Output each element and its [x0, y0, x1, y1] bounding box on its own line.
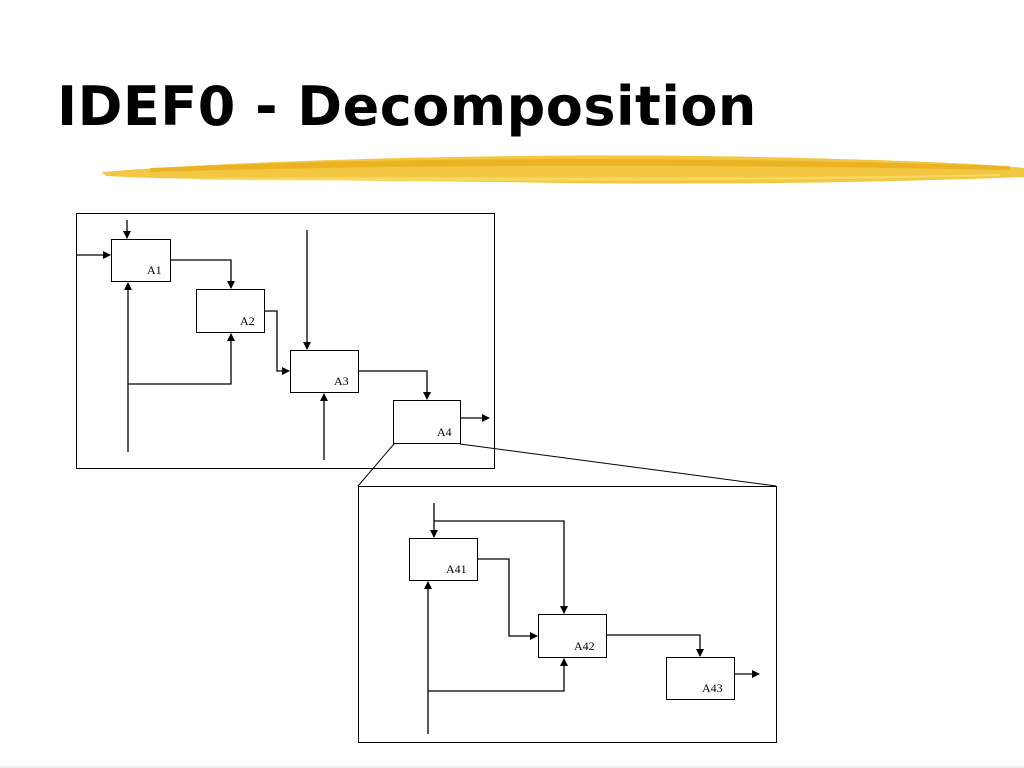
box-a41-label: A41 [446, 562, 467, 576]
box-a3-label: A3 [334, 374, 349, 388]
box-a42[interactable]: A42 [538, 614, 607, 658]
zoom-line-left [357, 443, 395, 487]
box-a41[interactable]: A41 [409, 538, 478, 581]
a42-mechanism-arrow [428, 658, 568, 692]
box-a2-label: A2 [240, 314, 255, 328]
box-a43[interactable]: A43 [666, 657, 735, 700]
bottom-rule [0, 766, 1024, 768]
box-a42-label: A42 [574, 639, 595, 653]
parent-diagram-frame [76, 213, 495, 469]
box-a43-label: A43 [702, 681, 723, 695]
box-a2[interactable]: A2 [196, 289, 265, 333]
box-a3[interactable]: A3 [290, 350, 359, 393]
box-a1-label: A1 [147, 263, 162, 277]
box-a1[interactable]: A1 [111, 239, 171, 282]
a2-to-a3-arrow [265, 310, 290, 375]
a3-to-a4-arrow [359, 370, 431, 400]
a2-mechanism-arrow [128, 333, 235, 385]
a41-to-a42-arrow [478, 558, 538, 640]
zoom-line-right [459, 443, 777, 487]
a42-to-a43-arrow [607, 634, 704, 657]
box-a4[interactable]: A4 [393, 400, 461, 444]
a42-control-arrow [434, 520, 568, 614]
slide-title: IDEF0 - Decomposition [57, 75, 757, 138]
a1-to-a2-arrow [171, 259, 235, 289]
child-diagram-frame [358, 486, 777, 743]
title-underline-stroke [102, 155, 1024, 184]
box-a4-label: A4 [437, 425, 452, 439]
